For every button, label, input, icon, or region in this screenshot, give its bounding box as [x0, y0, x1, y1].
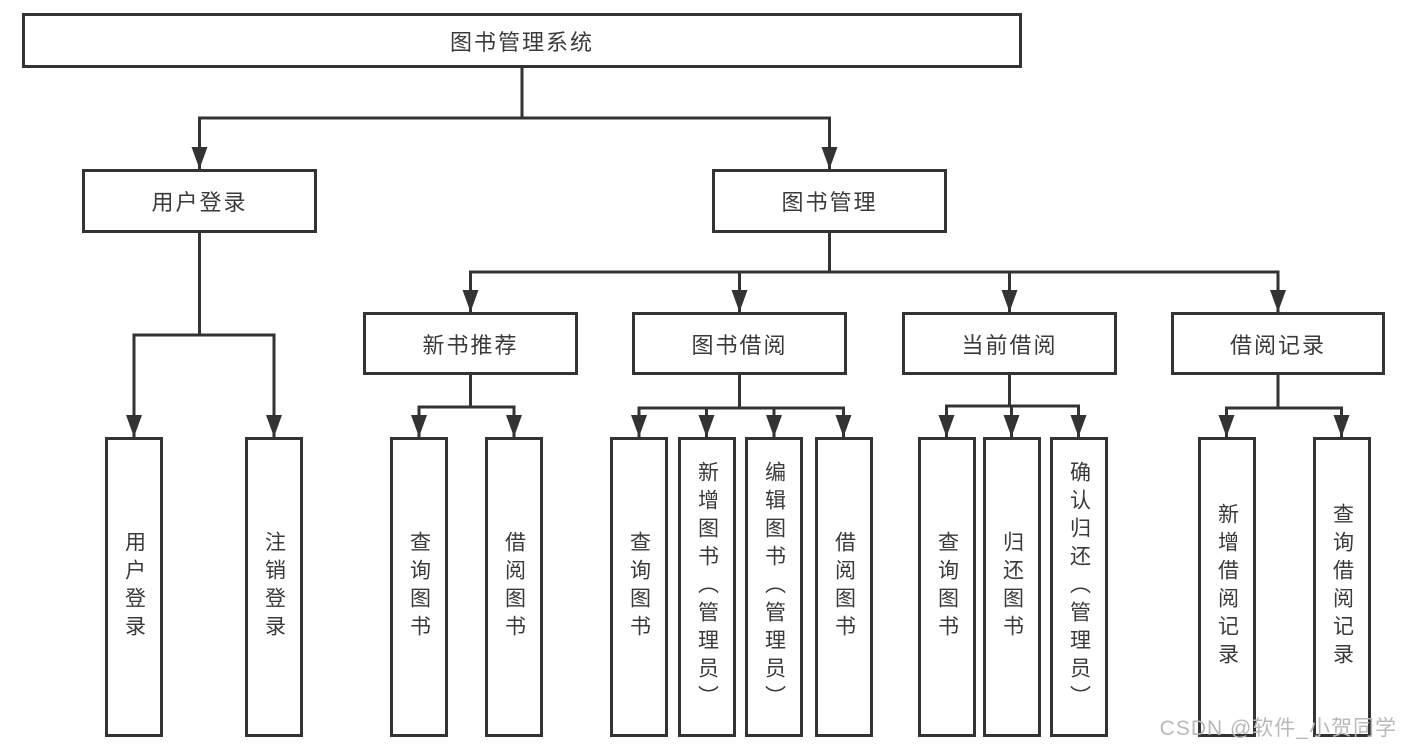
connector-root-to-level2	[191, 66, 838, 171]
node-leaf-confirm-return-admin: 确认归还（管理员）	[1050, 437, 1108, 737]
node-borrow-record-label: 借阅记录	[1229, 332, 1326, 358]
node-current-borrow: 当前借阅	[902, 312, 1117, 375]
connector-new-book-rec-children	[411, 373, 522, 439]
node-leaf-edit-books-admin: 编辑图书（管理员）	[745, 437, 803, 737]
node-leaf-borrow-books-label: 借阅图书	[832, 531, 856, 643]
node-new-book-rec-label: 新书推荐	[422, 332, 519, 358]
node-root-label: 图书管理系统	[449, 29, 594, 55]
node-leaf-borrow-books-rec-label: 借阅图书	[502, 531, 526, 643]
node-book-borrow-label: 图书借阅	[691, 332, 788, 358]
node-new-book-rec: 新书推荐	[363, 312, 578, 375]
connector-book-borrow-children	[631, 373, 852, 439]
connector-current-borrow-children	[938, 373, 1087, 439]
connector-user-login-children	[126, 231, 282, 439]
node-leaf-return-books-label: 归还图书	[1000, 531, 1024, 643]
node-leaf-add-books-admin: 新增图书（管理员）	[678, 437, 736, 737]
node-root: 图书管理系统	[22, 13, 1022, 68]
node-book-mgmt-label: 图书管理	[781, 190, 878, 215]
connector-book-mgmt-to-level3	[462, 231, 1286, 314]
node-leaf-add-borrow-record-label: 新增借阅记录	[1215, 503, 1239, 671]
node-leaf-query-books-borrow: 查询图书	[610, 437, 668, 737]
node-leaf-logout-login: 注销登录	[245, 437, 303, 737]
node-borrow-record: 借阅记录	[1171, 312, 1385, 375]
node-leaf-query-books-current: 查询图书	[918, 437, 976, 737]
node-leaf-user-login-label: 用户登录	[122, 531, 146, 643]
node-leaf-user-login: 用户登录	[105, 437, 163, 737]
connector-borrow-record-children	[1218, 373, 1350, 439]
node-book-mgmt: 图书管理	[712, 169, 947, 233]
node-leaf-edit-books-admin-label: 编辑图书（管理员）	[762, 461, 786, 713]
node-user-login: 用户登录	[82, 169, 317, 233]
node-leaf-query-borrow-record: 查询借阅记录	[1313, 437, 1371, 737]
node-leaf-return-books: 归还图书	[983, 437, 1041, 737]
node-leaf-borrow-books: 借阅图书	[815, 437, 873, 737]
node-leaf-borrow-books-rec: 借阅图书	[485, 437, 543, 737]
node-leaf-query-books-current-label: 查询图书	[935, 531, 959, 643]
node-leaf-query-borrow-record-label: 查询借阅记录	[1330, 503, 1354, 671]
node-leaf-logout-login-label: 注销登录	[262, 531, 286, 643]
node-leaf-add-borrow-record: 新增借阅记录	[1198, 437, 1256, 737]
node-leaf-add-books-admin-label: 新增图书（管理员）	[695, 461, 719, 713]
csdn-watermark: CSDN @软件_小贺同学	[1159, 717, 1397, 740]
node-leaf-confirm-return-admin-label: 确认归还（管理员）	[1067, 461, 1091, 713]
node-leaf-query-books-borrow-label: 查询图书	[627, 531, 651, 643]
node-leaf-query-books-rec-label: 查询图书	[407, 531, 431, 643]
node-user-login-label: 用户登录	[151, 190, 248, 215]
node-leaf-query-books-rec: 查询图书	[390, 437, 448, 737]
node-current-borrow-label: 当前借阅	[961, 332, 1058, 358]
node-book-borrow: 图书借阅	[632, 312, 847, 375]
